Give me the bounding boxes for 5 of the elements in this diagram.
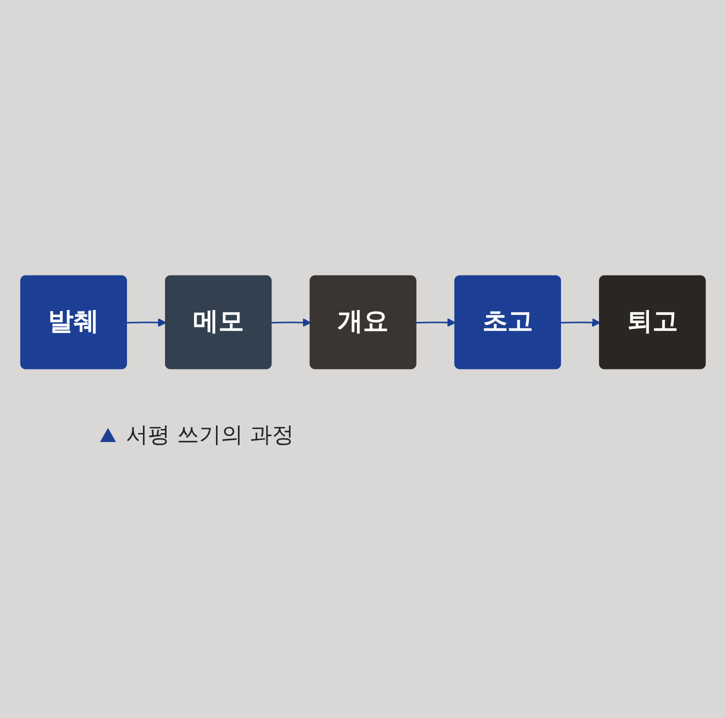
arrow bbox=[271, 318, 311, 327]
arrow bbox=[560, 318, 600, 327]
caption: 서평 쓰기의 과정 bbox=[126, 422, 294, 450]
arrow bbox=[126, 318, 166, 327]
arrow bbox=[416, 318, 456, 327]
